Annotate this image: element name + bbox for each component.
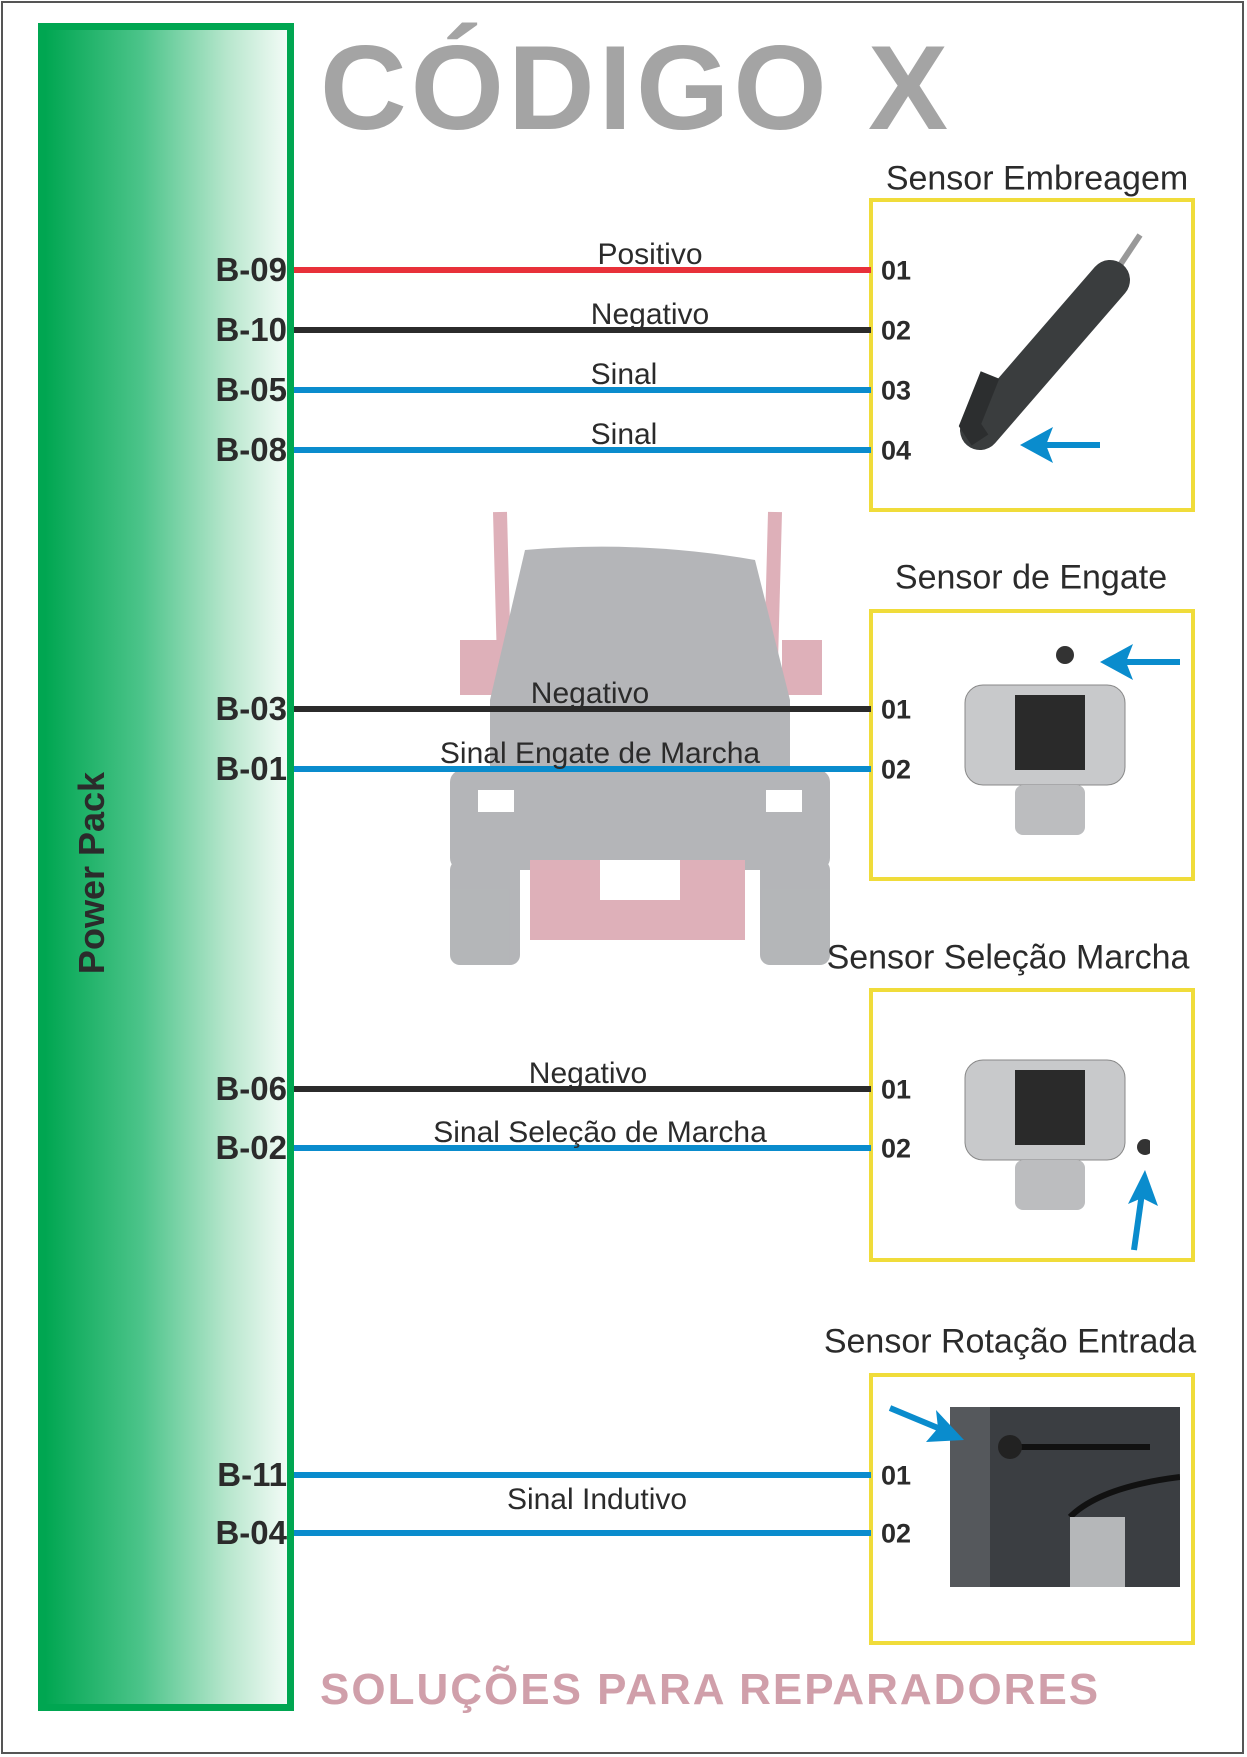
ecu-pin-label: B-11 xyxy=(217,1456,287,1493)
sensor-pin-label: 01 xyxy=(881,1460,912,1491)
selection-sensor-image xyxy=(964,1059,1150,1210)
ecu-pin-label: B-06 xyxy=(215,1070,287,1107)
ecu-pin-label: B-03 xyxy=(215,690,287,727)
wire-function-label: Sinal xyxy=(590,418,658,451)
engage-sensor-image xyxy=(964,646,1126,835)
wire-b-11 xyxy=(294,1472,871,1478)
sensor-pin-label: 02 xyxy=(881,754,912,785)
ecu-pin-label: B-10 xyxy=(215,311,287,348)
wire-function-label: Negativo xyxy=(590,298,710,331)
wire-b-04 xyxy=(294,1530,871,1536)
wire-function-label: Sinal Engate de Marcha xyxy=(439,737,761,770)
wire-b-08 xyxy=(294,447,871,453)
sensor-embreagem-box xyxy=(869,198,1195,512)
wire-function-label: Sinal Indutivo xyxy=(506,1483,688,1516)
wire-function-label: Negativo xyxy=(530,677,650,710)
wire-b-06 xyxy=(294,1086,871,1092)
blue-arrow-icon xyxy=(888,1405,964,1442)
sensor-pin-label: 01 xyxy=(881,694,912,725)
wire-b-10 xyxy=(294,327,871,333)
wire-b-05 xyxy=(294,387,871,393)
blue-arrow-icon xyxy=(1020,427,1100,463)
wire-b-01 xyxy=(294,766,871,772)
sensor-pin-label: 03 xyxy=(881,375,912,406)
sensor-engate-box xyxy=(869,609,1195,881)
wire-function-label: Positivo xyxy=(597,238,703,271)
ecu-pin-label: B-02 xyxy=(215,1129,287,1166)
watermark-brand: CÓDIGO X xyxy=(320,21,953,155)
sensor-pin-label: 01 xyxy=(881,255,912,286)
sensor-pin-label: 02 xyxy=(881,1133,912,1164)
sensor-pin-label: 02 xyxy=(881,315,912,346)
wire-function-label: Negativo xyxy=(528,1057,648,1090)
power-pack-module xyxy=(38,23,294,1711)
sensor-selecao-title: Sensor Seleção Marcha xyxy=(826,938,1190,977)
blue-arrow-icon xyxy=(1100,644,1180,680)
wire-function-label: Sinal Seleção de Marcha xyxy=(433,1116,767,1149)
blue-arrow-icon xyxy=(1128,1170,1158,1251)
sensor-selecao-box xyxy=(869,988,1195,1262)
sensor-pin-label: 04 xyxy=(881,435,912,466)
sensor-embreagem-title: Sensor Embreagem xyxy=(885,159,1189,198)
ecu-pin-label: B-05 xyxy=(215,371,287,408)
sensor-pin-label: 02 xyxy=(881,1518,912,1549)
rotation-sensor-image xyxy=(950,1407,1180,1587)
watermark-tagline: SOLUÇÕES PARA REPARADORES xyxy=(320,1665,1101,1714)
sensor-engate-title: Sensor de Engate xyxy=(894,558,1168,597)
sensor-rotacao-box xyxy=(869,1373,1195,1645)
wire-function-label: Sinal xyxy=(590,358,658,391)
ecu-pin-label: B-08 xyxy=(215,431,287,468)
power-pack-label: Power Pack xyxy=(71,771,112,975)
clutch-sensor-image xyxy=(958,233,1143,450)
ecu-pin-label: B-01 xyxy=(215,750,287,787)
sensor-rotacao-title: Sensor Rotação Entrada xyxy=(823,1322,1197,1361)
ecu-pin-label: B-09 xyxy=(215,251,287,288)
wire-b-03 xyxy=(294,706,871,712)
wire-b-02 xyxy=(294,1145,871,1151)
sensor-pin-label: 01 xyxy=(881,1074,912,1105)
wire-b-09 xyxy=(294,267,871,273)
ecu-pin-label: B-04 xyxy=(215,1514,287,1551)
